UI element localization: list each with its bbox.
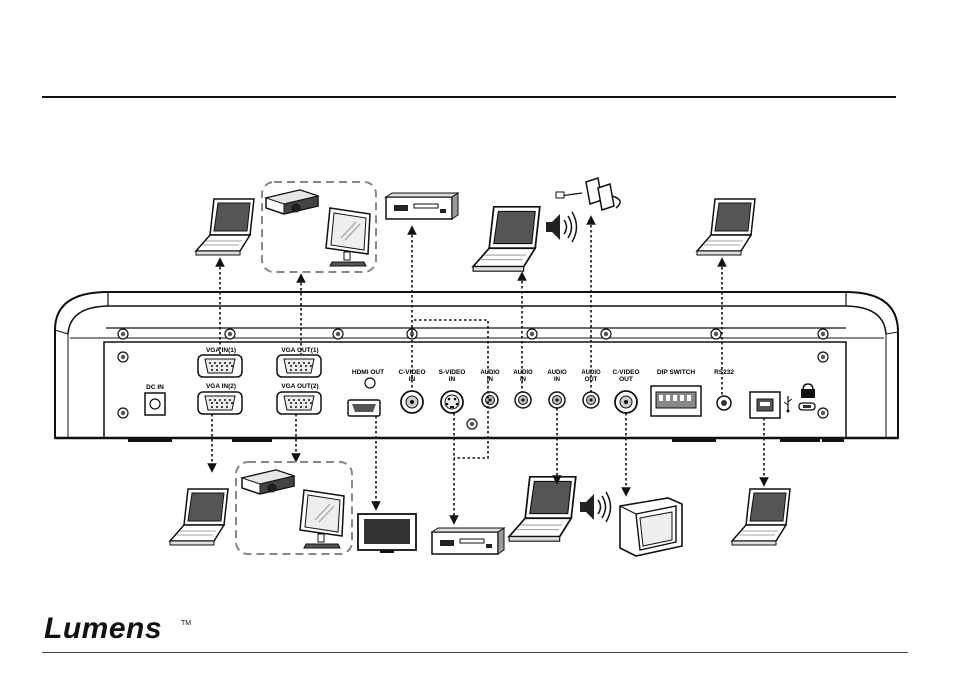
device-rear-panel: DC IN VGA IN(1) VGA IN(2) VGA OUT(1) VGA… xyxy=(54,291,899,442)
tv-icon xyxy=(357,513,417,553)
vga-out-1-port xyxy=(276,354,322,378)
vga-out-1-group xyxy=(261,181,377,273)
audio-in-b-label: AUDIO xyxy=(513,370,533,376)
vga-out-1-label: VGA OUT(1) xyxy=(281,347,318,354)
trademark-mark: TM xyxy=(181,620,192,627)
dc-in-label: DC IN xyxy=(146,384,164,391)
speaker-icon xyxy=(579,491,612,523)
s-video-in-label: S-VIDEO xyxy=(439,369,466,376)
monitor-icon xyxy=(299,489,345,549)
rs232-port xyxy=(716,395,732,411)
vga-in-1-port xyxy=(197,354,243,378)
vcr-icon xyxy=(431,527,505,555)
laptop-icon xyxy=(508,475,577,543)
laptop-icon xyxy=(472,205,541,273)
audio-in-a-label: AUDIO xyxy=(480,370,500,376)
projector-icon xyxy=(265,189,319,215)
projector-icon xyxy=(241,469,295,495)
svg-text:IN: IN xyxy=(554,377,560,383)
header-rule xyxy=(42,96,896,98)
lock-icon xyxy=(798,383,816,411)
audio-in-a-port xyxy=(481,391,499,409)
lumens-logo: Lumens xyxy=(44,612,163,645)
usb-port xyxy=(749,391,781,419)
footer-rule xyxy=(42,652,908,653)
svg-text:OUT: OUT xyxy=(619,376,633,383)
svg-text:IN: IN xyxy=(409,376,416,383)
c-video-out-label: C-VIDEO xyxy=(612,369,639,376)
laptop-icon xyxy=(195,198,255,256)
speaker-icon xyxy=(545,211,578,243)
audio-in-c-port xyxy=(548,391,566,409)
hdmi-out-label: HDMI OUT xyxy=(352,369,384,376)
audio-in-b-port xyxy=(514,391,532,409)
rs232-label: RS232 xyxy=(714,369,734,376)
audio-in-c-label: AUDIO xyxy=(547,370,567,376)
vga-in-2-port xyxy=(197,391,243,415)
dip-switch-label: DIP SWITCH xyxy=(657,369,695,376)
svg-text:IN: IN xyxy=(487,377,493,383)
vga-in-1-label: VGA IN(1) xyxy=(206,347,236,354)
laptop-icon xyxy=(169,488,229,546)
usb-icon xyxy=(783,396,793,413)
c-video-out-port xyxy=(614,390,638,414)
audio-out-port xyxy=(582,391,600,409)
svg-text:IN: IN xyxy=(449,376,456,383)
monitor-icon xyxy=(325,207,371,267)
laptop-icon xyxy=(731,488,791,546)
vcr-icon xyxy=(385,192,459,220)
s-video-in-port xyxy=(440,390,464,414)
dip-switch xyxy=(650,385,702,417)
svg-text:IN: IN xyxy=(520,377,526,383)
connection-lines xyxy=(207,215,769,525)
crt-tv-icon xyxy=(619,497,683,557)
laptop-icon xyxy=(696,198,756,256)
headphones-icon xyxy=(555,177,621,211)
vga-out-2-port xyxy=(276,391,322,415)
vga-out-2-label: VGA OUT(2) xyxy=(281,383,318,390)
c-video-in-port xyxy=(400,390,424,414)
vga-in-2-label: VGA IN(2) xyxy=(206,383,236,390)
audio-out-label: AUDIO xyxy=(581,370,601,376)
